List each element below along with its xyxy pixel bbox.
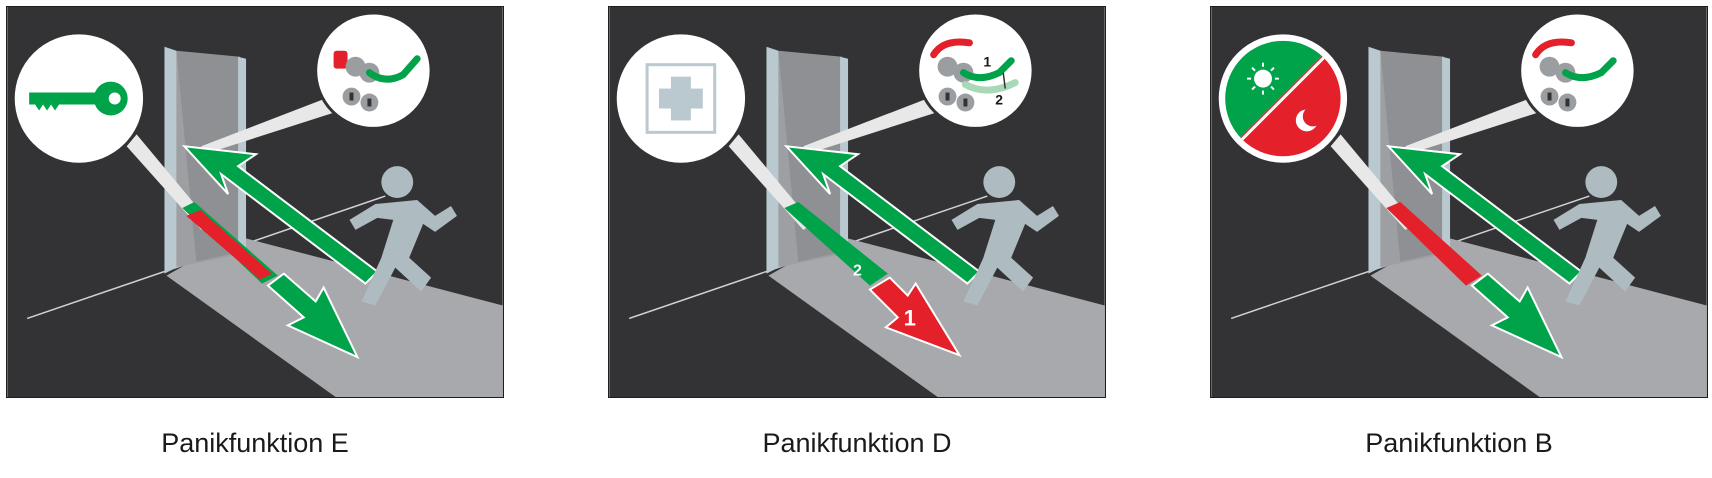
green-arrow-to-door bbox=[1385, 145, 1583, 285]
right-callout-circle bbox=[1518, 11, 1637, 130]
handle-number-2: 2 bbox=[995, 91, 1003, 107]
floor-arrow-number: 1 bbox=[904, 305, 916, 330]
panel-panikfunktion-e bbox=[6, 6, 504, 398]
moon-icon bbox=[1295, 106, 1323, 132]
handle-number-1: 1 bbox=[983, 54, 991, 70]
right-callout-beam bbox=[201, 96, 341, 155]
door-handle-icon bbox=[1532, 38, 1617, 112]
floor-stripe-red bbox=[1386, 202, 1482, 286]
caption-panikfunktion-b: Panikfunktion B bbox=[1365, 428, 1553, 458]
red-arrow-out bbox=[868, 276, 962, 358]
green-arrow-to-door bbox=[783, 145, 981, 285]
stripe-number: 2 bbox=[853, 263, 862, 280]
key-icon bbox=[29, 81, 128, 116]
running-figure bbox=[349, 166, 457, 306]
green-arrow-out bbox=[1470, 272, 1564, 360]
door-frame bbox=[1368, 46, 1381, 274]
panel-panikfunktion-b bbox=[1210, 6, 1708, 398]
door-handle-icon bbox=[930, 38, 1019, 112]
green-arrow-to-door bbox=[181, 145, 379, 285]
caption-panikfunktion-e: Panikfunktion E bbox=[161, 428, 349, 458]
door-handle-icon bbox=[333, 50, 421, 112]
door-frame bbox=[766, 46, 779, 274]
caption-panikfunktion-d: Panikfunktion D bbox=[762, 428, 952, 458]
panel-panikfunktion-d: 2 1 bbox=[608, 6, 1106, 398]
right-callout-beam bbox=[1405, 96, 1545, 155]
floor-stripe-red bbox=[186, 209, 272, 280]
first-aid-cross-icon bbox=[645, 63, 717, 134]
door-frame bbox=[164, 46, 177, 274]
right-callout-circle bbox=[916, 11, 1035, 130]
running-figure bbox=[951, 166, 1059, 306]
green-arrow-out bbox=[266, 272, 360, 360]
right-callout-beam bbox=[803, 96, 943, 155]
floor-stripe-green bbox=[784, 202, 888, 286]
running-figure bbox=[1553, 166, 1661, 306]
sun-icon bbox=[1247, 62, 1279, 95]
